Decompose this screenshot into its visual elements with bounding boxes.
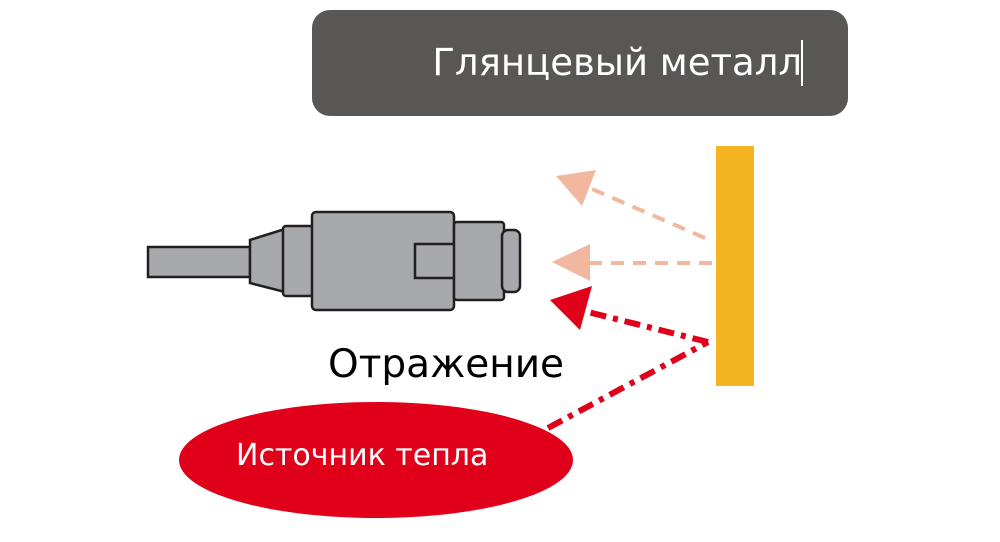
reflection-label: Отражение (328, 342, 565, 387)
sensor-tip (500, 228, 522, 294)
metal-plate-icon (716, 146, 754, 386)
sensor-ring-front (452, 220, 506, 302)
faint-arrowhead-upper (556, 170, 596, 206)
faint-arrowhead-middle (552, 244, 590, 281)
heat-source (179, 402, 573, 518)
faint-arrow-upper (584, 184, 706, 240)
title-text: Глянцевый металл (432, 41, 802, 84)
title-box: Глянцевый металл (312, 10, 848, 116)
cable (146, 245, 252, 279)
reflection-arrowhead (550, 286, 592, 330)
reflection-path-incoming (546, 339, 710, 431)
text-cursor-icon (801, 40, 803, 86)
heat-source-label: Источник тепла (236, 438, 489, 473)
sensor-ring-rear (281, 224, 315, 298)
sensor-icon (248, 210, 522, 312)
sensor-window (413, 242, 459, 280)
sensor-taper (248, 227, 287, 294)
reflection-path-outgoing (587, 309, 709, 345)
